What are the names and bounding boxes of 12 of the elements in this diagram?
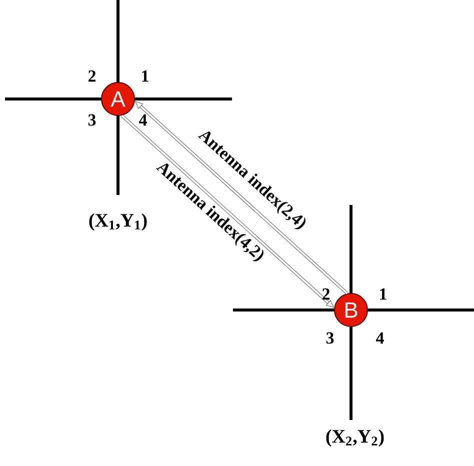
- hollow-arrow: [120, 114, 334, 308]
- coordinate-label: (X$_{1}$,Y$_{1}$): [89, 213, 147, 231]
- port-number: 3: [326, 332, 334, 344]
- port-number: 3: [88, 114, 96, 126]
- port-number: 2: [322, 288, 330, 300]
- port-number: 1: [142, 70, 148, 82]
- port-number: 4: [376, 332, 384, 344]
- coordinate-label: (X$_{2}$,Y$_{2}$): [326, 429, 384, 447]
- port-number: 4: [138, 114, 147, 126]
- hollow-arrow: [135, 101, 348, 295]
- port-number: 1: [380, 288, 386, 300]
- port-number: 2: [88, 70, 96, 82]
